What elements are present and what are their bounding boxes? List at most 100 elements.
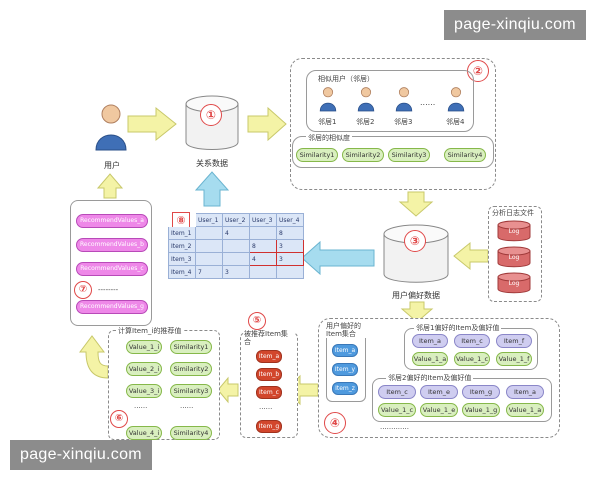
matrix-row-label: Item_2 [168,239,196,253]
step-5-badge: ⑤ [248,312,266,330]
matrix-header-user4: User_4 [276,213,304,227]
neighbor1-pref-title: 邻居1偏好的Item及偏好值 [414,323,502,333]
neighbor2-item-e: Item_e [420,385,458,399]
recommend-value-a: RecommendValues_a [76,214,148,228]
compute-sim-2: Similarity2 [170,362,212,376]
compute-value-2: Value_2_i [126,362,162,376]
matrix-cell [249,226,277,240]
recommended-item-b: Item_b [256,368,282,381]
compute-value-4: Value_4_i [126,426,162,440]
matrix-cell [222,252,250,266]
neighbor-1-name: 邻居1 [318,118,337,126]
log-icon-3 [497,272,531,294]
recommend-value-b: RecommendValues_b [76,238,148,252]
similarity-pill-2: Similarity2 [342,148,384,162]
neighbor2-item-c: Item_c [378,385,416,399]
matrix-row-label: Item_4 [168,265,196,279]
neighbor1-value-a: Value_1_a [412,352,448,366]
matrix-header-user2: User_2 [222,213,250,227]
matrix-header-user1: User_1 [195,213,223,227]
log-panel-title: 分析日志文件 [492,209,534,217]
neighbor1-item-c: Item_c [454,334,490,348]
pref-panel-ellipsis: ............. [380,423,409,431]
arrow-set-to-compute [217,376,239,404]
arrow-pref-to-matrix [301,240,375,276]
arrow-neighbors-to-pref [398,191,434,217]
step-3-badge: ③ [404,230,426,252]
recommended-set-title: 被推荐Item集合 [244,330,294,346]
matrix-cell-highlight: 3 [276,239,304,253]
compute-sims-ellipsis: ...... [180,402,194,410]
item-set-title: 用户偏好的Item集合 [326,322,368,338]
compute-value-1: Value_1_i [126,340,162,354]
arrow-recommend-to-user [96,173,124,199]
item-set-z: Item_z [332,382,358,395]
matrix-row-label: Item_1 [168,226,196,240]
log-icon-1 [497,220,531,242]
recommend-value-c: RecommendValues_c [76,262,148,276]
user-label: 用户 [104,161,120,170]
neighbor2-value-a: Value_1_a [506,403,544,417]
recommended-item-g: Item_g [256,420,282,433]
matrix-cell [195,252,223,266]
neighbor-ellipsis: ...... [420,98,436,107]
neighbor2-value-g: Value_1_g [462,403,500,417]
neighbor1-value-c: Value_1_c [454,352,490,366]
neighbor1-item-f: Item_f [496,334,532,348]
log-label-3: Log [508,280,520,287]
arrow-log-to-pref [453,241,489,271]
arrow-db-to-neighbors [247,106,287,142]
similarity-group [292,136,494,168]
preference-matrix: User_1 User_2 User_3 User_4 Item_1 4 8 I… [168,213,304,279]
similarity-pill-3: Similarity3 [388,148,430,162]
compute-sim-1: Similarity1 [170,340,212,354]
similarity-pill-1: Similarity1 [296,148,338,162]
relation-db-label: 关系数据 [196,159,228,168]
item-set-a: Item_a [332,344,358,357]
neighbor2-item-a: Item_a [506,385,544,399]
step-4-badge: ④ [324,412,346,434]
arrow-matrix-to-db [194,171,230,207]
matrix-cell [195,239,223,253]
neighbor1-value-f: Value_1_f [496,352,532,366]
watermark-top: page-xinqiu.com [444,10,586,40]
recommended-item-c: Item_c [256,386,282,399]
pref-db-label: 用户偏好数据 [392,291,440,300]
step-7-badge: ⑦ [74,281,92,299]
neighbor-4-icon [447,87,465,112]
user-icon [95,104,127,151]
neighbors-title: 相似用户（邻居） [318,75,374,83]
matrix-cell: 8 [276,226,304,240]
recommended-set-ellipsis: ...... [259,403,273,411]
matrix-cell: 4 [222,226,250,240]
neighbors-group [306,70,474,132]
compute-sim-3: Similarity3 [170,384,212,398]
compute-value-3: Value_3_i [126,384,162,398]
arrow-user-to-db [127,106,177,142]
similarity-title: 邻居的相似度 [306,133,352,143]
matrix-cell: 3 [222,265,250,279]
neighbor-2-name: 邻居2 [356,118,375,126]
matrix-cell-highlight: 3 [276,252,304,266]
matrix-cell: 7 [195,265,223,279]
watermark-bottom: page-xinqiu.com [10,440,152,470]
recommend-value-g: RecommendValues_g [76,300,148,314]
similarity-pill-4: Similarity4 [444,148,486,162]
neighbor-3-icon [395,87,413,112]
matrix-row-label: Item_3 [168,252,196,266]
matrix-cell [249,265,277,279]
compute-title: 计算Item_i的推荐值 [116,326,184,336]
arrow-pref-to-panel [400,301,434,323]
matrix-cell-highlight: 4 [249,252,277,266]
neighbors-panel [290,58,496,190]
recommended-item-a: Item_a [256,350,282,363]
arrow-compute-to-recommend [79,335,109,379]
neighbor2-value-e: Value_1_e [420,403,458,417]
step-6-badge: ⑥ [110,410,128,428]
matrix-header-user3: User_3 [249,213,277,227]
log-label-1: Log [508,228,520,235]
step-1-badge: ① [200,104,222,126]
matrix-cell [195,226,223,240]
log-label-2: Log [508,254,520,261]
